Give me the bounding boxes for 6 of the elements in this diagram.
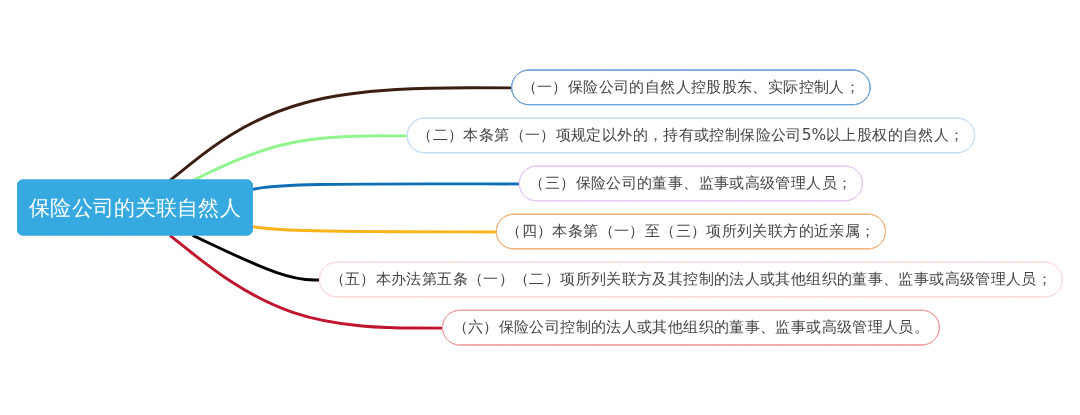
connector (168, 234, 443, 330)
connector (168, 86, 513, 182)
connector (252, 225, 497, 234)
connector (192, 234, 320, 282)
connector (252, 182, 520, 191)
connector (192, 134, 408, 182)
